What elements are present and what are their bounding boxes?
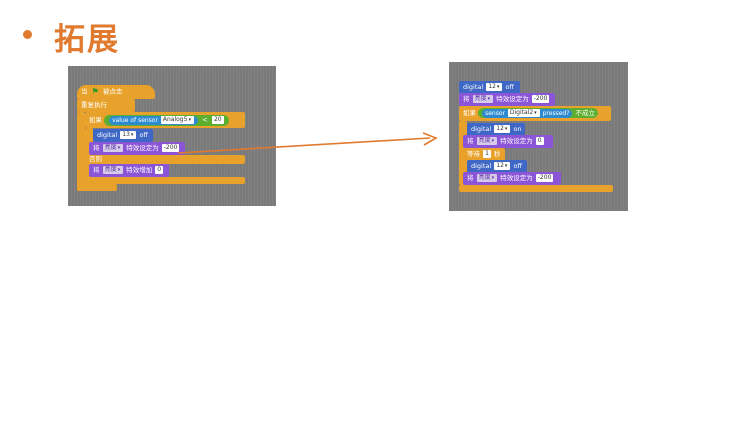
effect-dropdown[interactable]: 亮度 xyxy=(102,144,124,152)
forever-bottom xyxy=(77,184,117,191)
not-operator[interactable]: sensor Digital2 pressed? 不成立 xyxy=(478,108,598,118)
set-effect-block[interactable]: 将 亮度 特效设定为 -200 xyxy=(89,142,185,155)
effect-dropdown[interactable]: 亮度 xyxy=(102,166,124,174)
sensor-pressed-reporter[interactable]: sensor Digital2 pressed? xyxy=(482,108,573,118)
forever-block[interactable]: 重复执行 xyxy=(77,99,135,112)
sensor-value-reporter[interactable]: value of sensor Analog5 xyxy=(109,115,198,125)
forever-arm xyxy=(77,112,85,188)
script-panel-left: 当 ⚑ 被点击 重复执行 如果 value of sensor Analog5 … xyxy=(68,66,276,206)
digital-write-block-3[interactable]: digital 12 off xyxy=(467,160,527,173)
digital-pin-dropdown[interactable]: 12 xyxy=(486,83,503,91)
if-block[interactable]: 如果 sensor Digital2 pressed? 不成立 xyxy=(459,106,611,121)
effect-value-input[interactable]: -200 xyxy=(161,144,180,152)
digital-pin-dropdown[interactable]: 12 xyxy=(494,125,511,133)
else-label: 否则 xyxy=(85,155,245,164)
sensor-port-dropdown[interactable]: Analog5 xyxy=(160,116,194,124)
set-effect-block-1[interactable]: 将 亮度 特效设定为 -200 xyxy=(459,93,555,106)
slide-title: 拓展 xyxy=(54,22,120,58)
effect-dropdown[interactable]: 亮度 xyxy=(472,95,494,103)
effect-value-input[interactable]: -200 xyxy=(535,174,554,182)
less-than-operator[interactable]: value of sensor Analog5 < 20 xyxy=(104,114,229,126)
arrow-line xyxy=(177,137,431,154)
wait-seconds-input[interactable]: 1 xyxy=(483,150,491,158)
set-effect-block-2[interactable]: 将 亮度 特效设定为 0 xyxy=(463,135,553,148)
green-flag-icon: ⚑ xyxy=(91,87,99,96)
digital-write-block-2[interactable]: digital 12 on xyxy=(467,123,525,136)
threshold-input[interactable]: 20 xyxy=(211,116,224,124)
script-panel-right: digital 12 off 将 亮度 特效设定为 -200 如果 sensor… xyxy=(449,62,628,211)
effect-value-input[interactable]: 0 xyxy=(535,137,544,145)
digital-write-block-1[interactable]: digital 12 off xyxy=(459,81,520,94)
if-bottom xyxy=(459,185,613,192)
digital-pin-dropdown[interactable]: 13 xyxy=(120,131,137,139)
change-effect-block[interactable]: 将 亮度 特效增加 0 xyxy=(89,164,169,177)
change-value-input[interactable]: 0 xyxy=(155,166,164,174)
if-else-bottom xyxy=(85,177,245,184)
when-flag-clicked-block[interactable]: 当 ⚑ 被点击 xyxy=(77,85,155,99)
effect-dropdown[interactable]: 亮度 xyxy=(476,137,498,145)
sensor-port-dropdown[interactable]: Digital2 xyxy=(507,109,540,117)
arrow-head-icon xyxy=(422,132,438,146)
set-effect-block-3[interactable]: 将 亮度 特效设定为 -200 xyxy=(463,172,561,185)
title-bullet xyxy=(23,30,32,39)
wait-block[interactable]: 等待 1 秒 xyxy=(463,148,505,161)
effect-dropdown[interactable]: 亮度 xyxy=(476,174,498,182)
if-else-block[interactable]: 如果 value of sensor Analog5 < 20 xyxy=(85,112,245,128)
digital-write-block[interactable]: digital 13 off xyxy=(93,129,153,142)
effect-value-input[interactable]: -200 xyxy=(531,95,550,103)
digital-pin-dropdown[interactable]: 12 xyxy=(494,162,511,170)
